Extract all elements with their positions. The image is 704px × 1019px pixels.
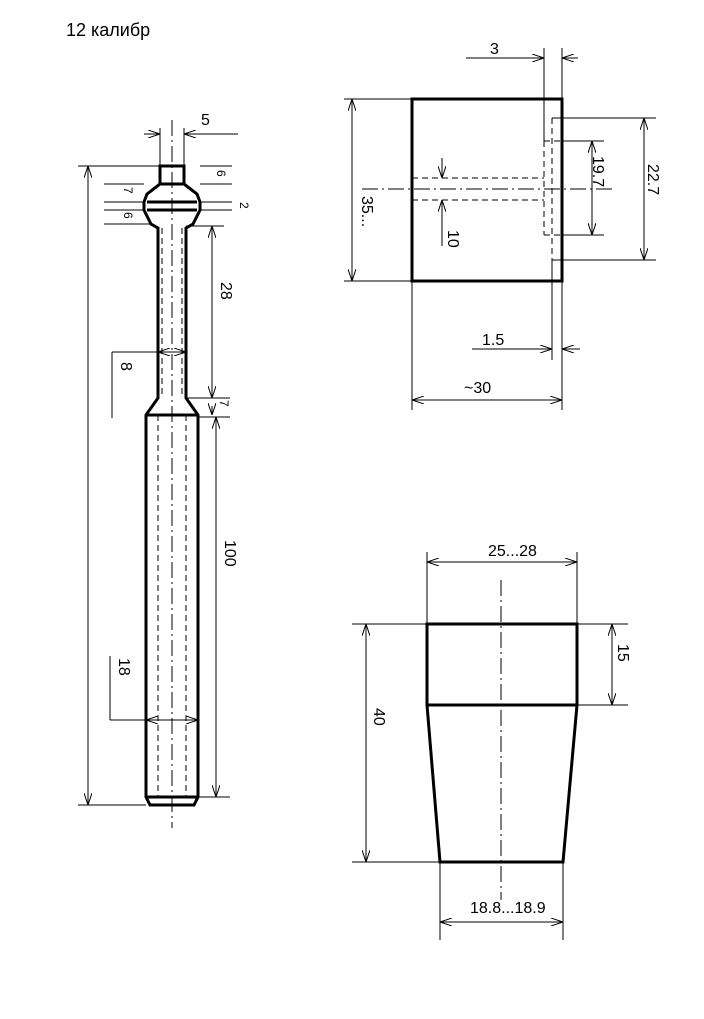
drawing-title: 12 калибр [66, 20, 151, 40]
block-outline [410, 97, 564, 283]
dim-rod-collar-bevel: 7 [121, 187, 135, 194]
cone-part: 25...28 15 40 18.8...18.9 [352, 543, 631, 940]
dim-rod-collar-band: 2 [237, 202, 251, 209]
dim-block-offset-top: 3 [490, 41, 499, 58]
dim-cone-total-height: 40 [370, 708, 387, 726]
dim-rod-body-diameter: 18 [115, 658, 132, 676]
dim-rod-neck-diameter: 8 [117, 362, 134, 371]
dim-rod-neck-length: 28 [217, 282, 234, 300]
dim-block-hole-diameter: 10 [444, 230, 461, 248]
dim-rod-shoulder: 7 [217, 400, 231, 407]
block-part: 3 35... 19.7 22.7 10 1.5 [344, 41, 661, 410]
dim-cone-bottom-diameter: 18.8...18.9 [470, 900, 546, 917]
dim-block-width: ~30 [464, 380, 491, 397]
dim-block-wall: 1.5 [482, 332, 504, 349]
cone-outline [425, 622, 579, 864]
dim-rod-collar-bottom: 6 [121, 212, 135, 219]
dim-rod-collar-top: 6 [214, 170, 228, 177]
dim-block-hole-depth: 19.7 [589, 156, 606, 187]
dim-cone-collar-height: 15 [614, 644, 631, 662]
rod-outline [142, 164, 202, 807]
dim-rod-body-length: 100 [221, 540, 238, 567]
rod-part: 5 6 2 7 6 28 8 7 [78, 112, 251, 828]
dim-block-height: 35... [358, 196, 375, 227]
dim-rod-tip-width: 5 [201, 112, 210, 129]
dim-cone-top-diameter: 25...28 [488, 543, 537, 560]
dim-block-total-depth: 22.7 [644, 164, 661, 195]
